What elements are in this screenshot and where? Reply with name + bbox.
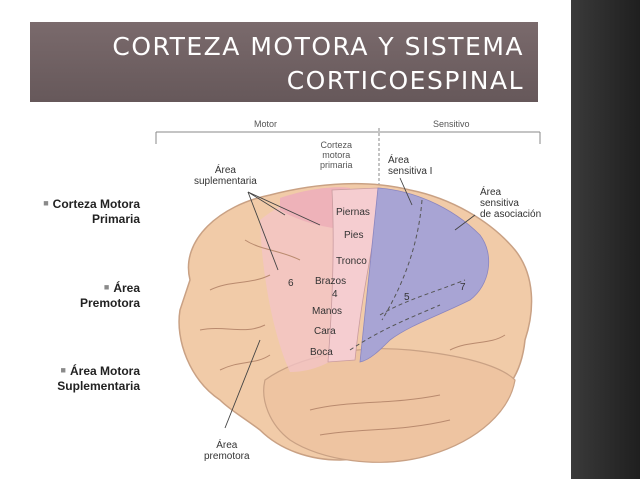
label-line: sensitiva I xyxy=(388,166,433,177)
title-bar: CORTEZA MOTORA Y SISTEMA CORTICOESPINAL xyxy=(30,22,538,102)
bullet-text: Primaria xyxy=(91,212,140,226)
body-part-manos: Manos xyxy=(312,306,343,317)
bullet-area-motora-suplementaria: ■Área Motora Suplementaria xyxy=(16,363,140,394)
bullet-text: Corteza Motora xyxy=(52,197,140,211)
bullet-icon: ■ xyxy=(43,198,49,208)
slide-title-line-2: CORTICOESPINAL xyxy=(286,66,524,95)
body-part-tronco: Tronco xyxy=(336,256,367,267)
body-part-piernas: Piernas xyxy=(336,207,370,218)
slide-edge-band xyxy=(571,0,640,479)
number-6: 6 xyxy=(288,278,294,289)
corteza-motora-primaria-label: Corteza motora primaria xyxy=(320,140,353,170)
brain-diagram: Motor Sensitivo Corteza motora primaria … xyxy=(150,110,570,479)
header-sensitivo-label: Sensitivo xyxy=(433,119,470,129)
bullet-icon: ■ xyxy=(103,282,110,292)
bullet-icon: ■ xyxy=(60,365,66,375)
label-line: Área xyxy=(388,155,410,166)
label-line: sensitiva xyxy=(480,198,519,209)
bullet-text: Área Motora xyxy=(69,364,140,378)
leader-lines xyxy=(224,177,476,429)
body-part-boca: Boca xyxy=(310,347,333,358)
area-sensitiva-label: Área sensitiva I xyxy=(388,155,432,177)
primary-motor-strip xyxy=(327,187,379,363)
label-line: Área xyxy=(480,187,502,198)
number-7: 7 xyxy=(460,282,466,293)
number-5: 5 xyxy=(404,292,410,303)
label-line: suplementaria xyxy=(194,176,257,187)
label-line: de asociación xyxy=(480,209,542,220)
slide-title-line-1: CORTEZA MOTORA Y SISTEMA xyxy=(112,32,524,61)
body-part-cara: Cara xyxy=(314,326,336,337)
label-line: Área xyxy=(214,165,236,176)
bullet-text: Suplementaria xyxy=(57,379,140,393)
label-line: Área xyxy=(216,440,238,451)
label-line: primaria xyxy=(320,160,353,170)
number-4: 4 xyxy=(332,289,338,300)
bullet-corteza-motora: ■Corteza Motora Primaria xyxy=(16,196,140,227)
body-part-brazos: Brazos xyxy=(315,276,347,287)
area-suplementaria-label: Área suplementaria xyxy=(194,165,257,187)
dashed-borders xyxy=(349,199,466,351)
header-motor-label: Motor xyxy=(254,119,278,129)
label-line: premotora xyxy=(204,451,250,462)
area-asociacion-label: Área sensitiva de asociación xyxy=(480,187,541,220)
label-line: Corteza xyxy=(320,140,353,150)
bullet-area-premotora: ■Área Premotora xyxy=(16,280,140,311)
bullet-text: Premotora xyxy=(79,296,140,310)
bullet-text: Área xyxy=(113,281,140,295)
area-premotora-label: Área premotora xyxy=(204,440,250,462)
body-part-pies: Pies xyxy=(344,230,364,241)
brain-illustration xyxy=(155,128,541,463)
label-line: motora xyxy=(322,150,351,160)
